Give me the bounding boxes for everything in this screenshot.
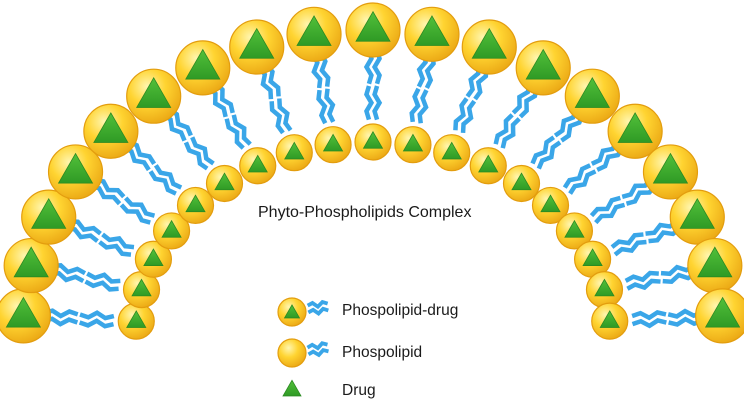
- inner-drug-triangle-16: [582, 248, 603, 266]
- drug-triangle-2: [31, 197, 67, 229]
- inner-drug-triangle-7: [284, 141, 305, 160]
- drug-triangle-7: [239, 27, 275, 59]
- inner-drug-triangle-1: [131, 278, 152, 297]
- inner-tail-11: [453, 97, 477, 134]
- diagram-title: Phyto-Phospholipids Complex: [258, 204, 472, 221]
- legend: [277, 297, 329, 397]
- legend-phospholipid-tails: [306, 341, 329, 358]
- inner-drug-triangle-5: [214, 172, 235, 191]
- drug-triangle-14: [617, 112, 653, 143]
- inner-drug-triangle-4: [185, 194, 206, 213]
- inner-phospholipid-layer: [117, 123, 629, 340]
- inner-tail-13: [530, 135, 562, 170]
- drug-triangle-17: [697, 246, 733, 278]
- inner-tail-15: [589, 195, 626, 225]
- inner-tail-8: [316, 88, 336, 125]
- inner-tail-5: [183, 136, 215, 171]
- inner-tail-6: [224, 114, 252, 150]
- inner-drug-triangle-0: [126, 310, 147, 328]
- outer-phospholipid-drug-layer: [0, 2, 744, 344]
- legend-phospholipid-drug-tails: [306, 299, 329, 316]
- inner-drug-triangle-14: [540, 194, 561, 213]
- drug-triangle-8: [296, 15, 332, 46]
- inner-drug-triangle-9: [362, 130, 384, 149]
- inner-drug-triangle-3: [161, 219, 182, 238]
- inner-drug-triangle-8: [322, 133, 344, 152]
- inner-tail-1: [84, 271, 121, 292]
- inner-tail-10: [409, 87, 429, 124]
- inner-tail-16: [610, 232, 647, 257]
- drug-triangle-3: [57, 152, 94, 184]
- drug-triangle-6: [185, 48, 221, 80]
- inner-drug-triangle-17: [594, 278, 615, 297]
- inner-tail-9: [364, 85, 383, 121]
- drug-triangle-5: [135, 77, 172, 108]
- inner-drug-triangle-10: [402, 133, 424, 152]
- legend-phospholipid-drug-triangle: [283, 304, 301, 319]
- legend-label-phospholipid: Phospolipid: [342, 344, 423, 361]
- drug-triangle-11: [471, 27, 507, 59]
- inner-drug-triangle-15: [564, 219, 585, 238]
- inner-drug-triangle-11: [441, 141, 462, 160]
- inner-tail-0: [78, 310, 115, 329]
- drug-triangle-4: [93, 112, 129, 143]
- drug-triangle-18: [704, 296, 741, 328]
- inner-tail-14: [562, 163, 597, 195]
- inner-tail-17: [624, 270, 661, 291]
- inner-drug-triangle-2: [143, 248, 164, 266]
- inner-tail-18: [631, 309, 667, 329]
- inner-drug-triangle-13: [511, 172, 532, 191]
- legend-drug-triangle: [282, 379, 302, 397]
- inner-drug-triangle-18: [599, 310, 620, 328]
- drug-triangle-1: [13, 246, 49, 278]
- legend-phospholipid-head: [277, 338, 307, 368]
- drug-triangle-16: [679, 197, 715, 229]
- inner-tail-7: [269, 98, 293, 135]
- drug-triangle-12: [525, 48, 561, 80]
- inner-tail-4: [148, 164, 183, 196]
- drug-triangle-0: [5, 296, 42, 328]
- inner-drug-triangle-12: [478, 154, 499, 173]
- inner-tail-3: [119, 196, 156, 225]
- drug-triangle-13: [574, 77, 611, 108]
- drug-triangle-15: [652, 152, 689, 184]
- inner-tail-12: [493, 113, 521, 149]
- legend-label-drug: Drug: [342, 382, 376, 399]
- legend-label-phospholipid-drug: Phospolipid-drug: [342, 302, 459, 319]
- inner-drug-triangle-6: [247, 154, 268, 173]
- drug-triangle-10: [414, 15, 450, 46]
- drug-triangle-9: [355, 10, 391, 42]
- inner-tail-2: [98, 232, 135, 257]
